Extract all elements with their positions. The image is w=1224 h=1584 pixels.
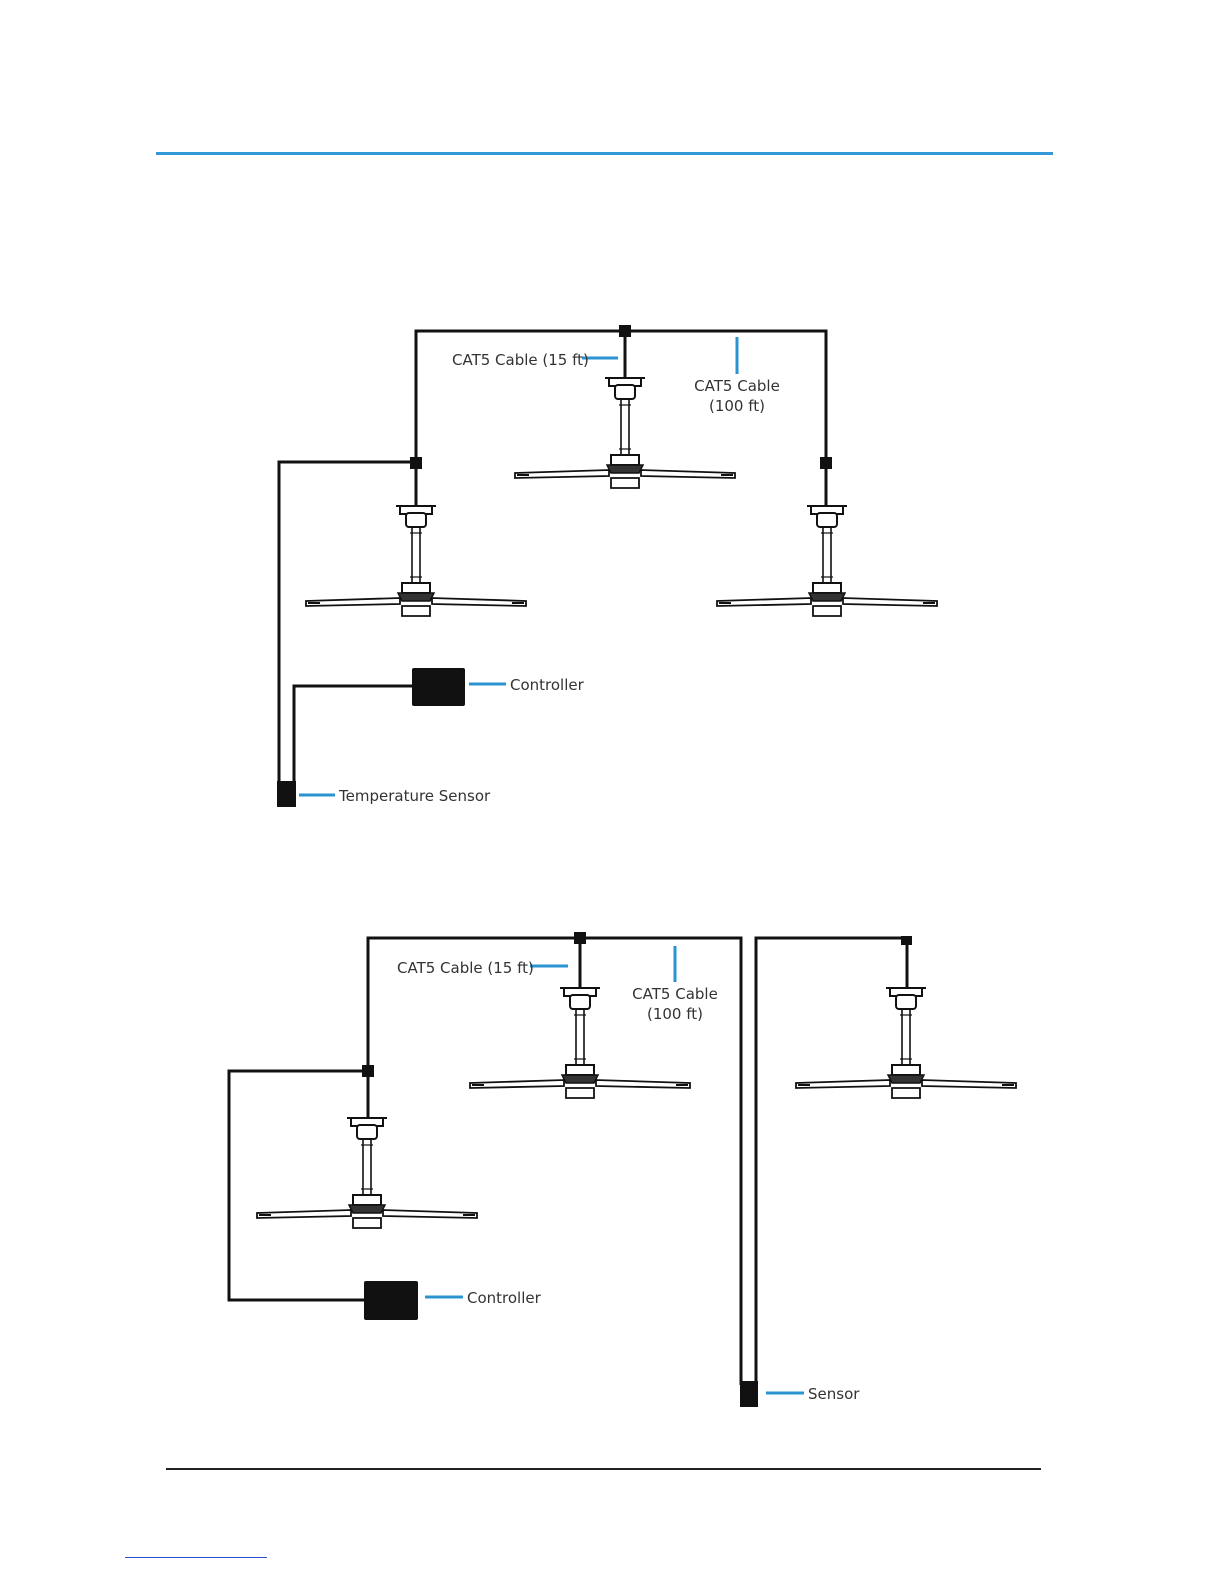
cable-short-label: CAT5 Cable (15 ft) bbox=[397, 959, 534, 977]
ceiling-fan-icon bbox=[257, 1118, 477, 1228]
footer-link-underline[interactable] bbox=[125, 1557, 267, 1558]
junction-node bbox=[901, 936, 912, 945]
controller-cable-1 bbox=[294, 686, 413, 800]
controller-label: Controller bbox=[467, 1289, 542, 1307]
junction-node bbox=[619, 325, 631, 337]
footer-rule bbox=[166, 1468, 1041, 1470]
junction-node bbox=[574, 932, 586, 944]
sensor-return-cable-2 bbox=[756, 938, 907, 1385]
controller-box-icon bbox=[364, 1281, 418, 1320]
junction-node bbox=[362, 1065, 374, 1077]
cable-long-label: CAT5 Cable bbox=[632, 985, 718, 1003]
cable-long-label: CAT5 Cable bbox=[694, 377, 780, 395]
sensor-cable-1 bbox=[279, 462, 416, 800]
sensor-label: Sensor bbox=[808, 1385, 860, 1403]
ceiling-fan-icon bbox=[306, 506, 526, 616]
cable-short-label: CAT5 Cable (15 ft) bbox=[452, 351, 589, 369]
junction-node bbox=[820, 457, 832, 469]
sensor-icon bbox=[740, 1381, 758, 1407]
junction-node bbox=[410, 457, 422, 469]
ceiling-fan-icon bbox=[717, 506, 937, 616]
diagram-2: CAT5 Cable (15 ft) CAT5 Cable (100 ft) C… bbox=[229, 932, 1016, 1407]
cable-long-length-label: (100 ft) bbox=[709, 397, 765, 415]
controller-box-icon bbox=[412, 668, 465, 706]
cable-long-length-label: (100 ft) bbox=[647, 1005, 703, 1023]
ceiling-fan-icon bbox=[796, 988, 1016, 1098]
controller-label: Controller bbox=[510, 676, 585, 694]
sensor-label: Temperature Sensor bbox=[338, 787, 491, 805]
sensor-icon bbox=[277, 781, 296, 807]
controller-cable-2 bbox=[229, 1071, 368, 1300]
diagram-1: CAT5 Cable (15 ft) CAT5 Cable (100 ft) C… bbox=[277, 325, 937, 807]
